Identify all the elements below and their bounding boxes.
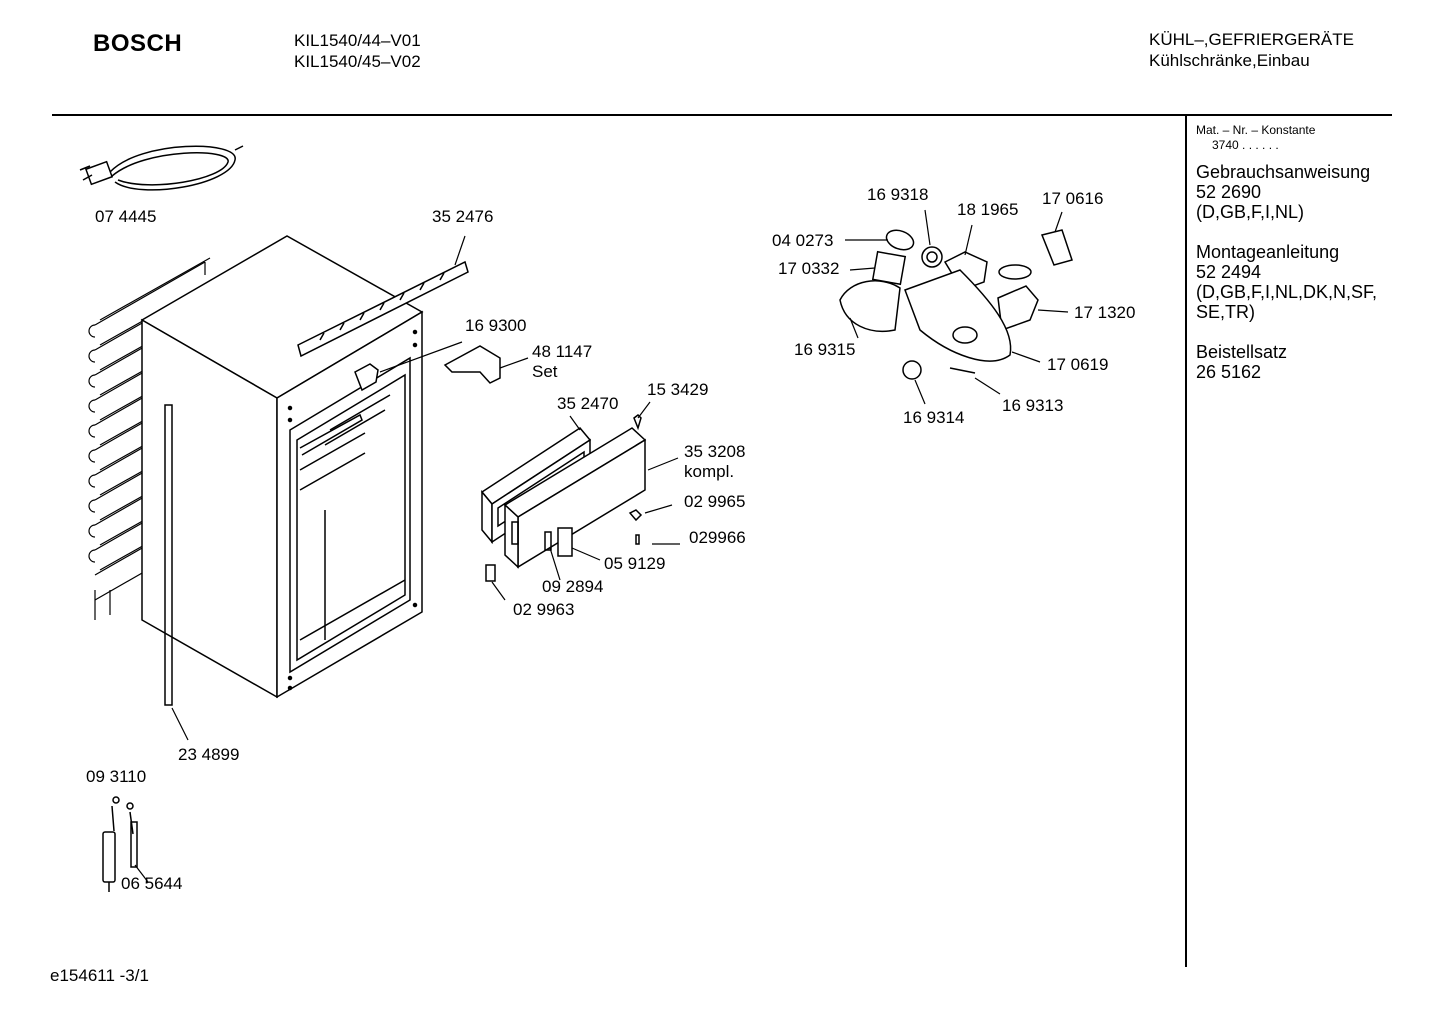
part-label-181965: 18 1965 [957, 200, 1019, 219]
subcategory-title: Kühlschränke,Einbau [1149, 51, 1310, 70]
part-label-153429: 15 3429 [647, 380, 709, 399]
part-label-059129: 05 9129 [604, 554, 666, 573]
header-divider [52, 114, 1392, 116]
model-number-2: KIL1540/45–V02 [294, 52, 421, 71]
sidebar-divider [1185, 116, 1187, 967]
sensor-drawing [102, 796, 138, 892]
part-label-169313: 16 9313 [1002, 396, 1064, 415]
mat-number-value: 3740 . . . . . . [1212, 138, 1279, 152]
document-id: e154611 -3/1 [50, 966, 149, 985]
sidebar-install-langs-1: (D,GB,F,I,NL,DK,N,SF, [1196, 282, 1378, 302]
brand-logo: BOSCH [93, 30, 183, 57]
part-label-170332: 17 0332 [778, 259, 840, 278]
part-label-169318: 16 9318 [867, 185, 929, 204]
part-label-092894: 09 2894 [542, 577, 604, 596]
part-label-029963: 02 9963 [513, 600, 575, 619]
sidebar-manual-title: Gebrauchsanweisung [1196, 162, 1371, 182]
sidebar-install-number: 52 2494 [1196, 262, 1262, 282]
sidebar-install-langs-2: SE,TR) [1196, 302, 1256, 322]
category-title: KÜHL–,GEFRIERGERÄTE [1149, 30, 1354, 49]
part-label-352470: 35 2470 [557, 394, 619, 413]
power-cord-drawing [79, 145, 244, 191]
part-label-074445: 07 4445 [95, 207, 157, 226]
part-label-353208-kompl: kompl. [684, 462, 735, 481]
part-label-169314: 16 9314 [903, 408, 965, 427]
sidebar-kit-number: 26 5162 [1196, 362, 1262, 382]
part-label-169300: 16 9300 [465, 316, 527, 335]
cabinet-drawing [140, 235, 424, 706]
part-label-170616: 17 0616 [1042, 189, 1104, 208]
leader-lines [134, 209, 1069, 883]
mat-number-label: Mat. – Nr. – Konstante [1196, 123, 1316, 137]
part-label-029965: 02 9965 [684, 492, 746, 511]
sidebar-install-title: Montageanleitung [1196, 242, 1340, 262]
part-label-352476: 35 2476 [432, 207, 494, 226]
sidebar-kit-title: Beistellsatz [1196, 342, 1288, 362]
part-label-170619: 17 0619 [1047, 355, 1109, 374]
part-label-171320: 17 1320 [1074, 303, 1136, 322]
part-label-234899: 23 4899 [178, 745, 240, 764]
part-label-169315: 16 9315 [794, 340, 856, 359]
freezer-door-drawing [480, 414, 647, 582]
sidebar-manual-langs: (D,GB,F,I,NL) [1196, 202, 1305, 222]
part-label-093110: 09 3110 [86, 767, 147, 786]
part-label-029966: 029966 [689, 528, 746, 547]
part-label-481147: 48 1147 [532, 342, 593, 361]
part-label-353208: 35 3208 [684, 442, 746, 461]
bracket-drawing [354, 345, 501, 392]
top-rail-drawing [297, 260, 469, 358]
part-label-481147-set: Set [532, 362, 558, 381]
sidebar-manual-number: 52 2690 [1196, 182, 1262, 202]
lamp-assembly-drawing [839, 229, 1073, 380]
part-label-065644: 06 5644 [121, 874, 183, 893]
model-number-1: KIL1540/44–V01 [294, 31, 421, 50]
part-label-040273: 04 0273 [772, 231, 834, 250]
